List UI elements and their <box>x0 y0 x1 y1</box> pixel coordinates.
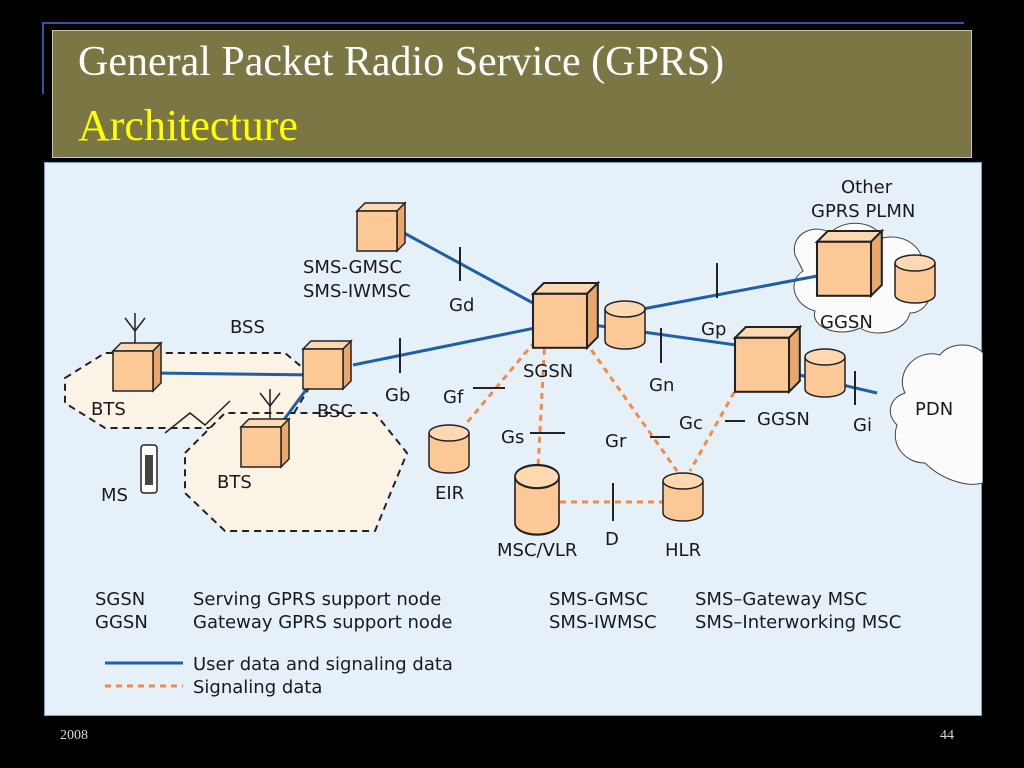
other-plmn-label-1: Other <box>841 177 893 198</box>
slide-subtitle: Architecture <box>78 101 298 150</box>
interface-gs-label: Gs <box>501 427 524 448</box>
bsc-node <box>302 340 352 390</box>
sms-gmsc-node <box>356 202 406 252</box>
bss-label: BSS <box>230 317 265 338</box>
interface-d-label: D <box>605 529 619 550</box>
other-ggsn-db <box>894 254 936 304</box>
other-ggsn-node <box>815 229 883 297</box>
ms-label: MS <box>101 485 128 506</box>
radio-link-icon <box>164 400 231 434</box>
slide-title: General Packet Radio Service (GPRS) <box>78 39 725 85</box>
mobile-station-icon <box>140 444 158 494</box>
sgsn-label: SGSN <box>523 361 573 382</box>
title-frame-accent-left <box>42 22 44 94</box>
eir-db <box>428 424 470 474</box>
msc-vlr-label: MSC/VLR <box>497 540 577 561</box>
interface-gb-label: Gb <box>385 385 410 406</box>
interface-gp-label: Gp <box>701 319 726 340</box>
interface-gn-label: Gn <box>649 375 674 396</box>
ggsn-label: GGSN <box>757 409 810 430</box>
interface-ticks <box>399 247 856 521</box>
bts-node-2 <box>240 418 290 468</box>
legend: SGSN Serving GPRS support node GGSN Gate… <box>95 589 901 698</box>
legend-user-line-label: User data and signaling data <box>193 654 453 675</box>
interface-gd-label: Gd <box>449 295 474 316</box>
eir-label: EIR <box>435 483 464 504</box>
signaling-links <box>463 332 747 504</box>
bts-label-1: BTS <box>91 399 126 420</box>
interface-gr-label: Gr <box>605 431 627 452</box>
legend-signal-line-label: Signaling data <box>193 677 322 698</box>
gprs-architecture-diagram: BSS BTS BTS MS BSC SMS-GMSC SMS-IWMSC SG… <box>64 177 984 698</box>
other-plmn-label-2: GPRS PLMN <box>811 201 915 222</box>
ggsn-node <box>733 325 801 393</box>
legend-abbr-sgsn: SGSN <box>95 589 145 610</box>
ggsn-db <box>804 348 846 398</box>
title-frame-accent-top <box>42 22 964 24</box>
bts-node-1 <box>112 342 162 392</box>
hlr-label: HLR <box>665 540 701 561</box>
interface-gc-label: Gc <box>679 413 703 434</box>
legend-def-sms-iwmsc: SMS–Interworking MSC <box>695 612 901 633</box>
legend-def-ggsn: Gateway GPRS support node <box>193 612 452 633</box>
architecture-diagram-panel: BSS BTS BTS MS BSC SMS-GMSC SMS-IWMSC SG… <box>44 162 984 716</box>
legend-def-sgsn: Serving GPRS support node <box>193 589 441 610</box>
bts-label-2: BTS <box>217 472 252 493</box>
sms-iwmsc-label: SMS-IWMSC <box>303 281 411 302</box>
interface-gi-label: Gi <box>853 415 872 436</box>
bsc-label: BSC <box>317 401 353 422</box>
legend-abbr-sms-iwmsc: SMS-IWMSC <box>549 612 657 633</box>
legend-abbr-sms-gmsc: SMS-GMSC <box>549 589 648 610</box>
sms-gmsc-label: SMS-GMSC <box>303 257 402 278</box>
msc-vlr-db <box>513 463 561 536</box>
antenna-icon <box>124 313 281 418</box>
page-number: 44 <box>940 728 954 743</box>
pdn-cloud <box>889 344 984 485</box>
sgsn-db <box>604 300 646 350</box>
hlr-db <box>662 472 704 522</box>
other-ggsn-label: GGSN <box>820 312 873 333</box>
legend-def-sms-gmsc: SMS–Gateway MSC <box>695 589 867 610</box>
footer-year: 2008 <box>60 728 88 743</box>
interface-gf-label: Gf <box>443 387 464 408</box>
sgsn-node <box>531 281 599 349</box>
pdn-label: PDN <box>915 399 953 420</box>
legend-abbr-ggsn: GGSN <box>95 612 148 633</box>
title-box <box>52 30 972 158</box>
